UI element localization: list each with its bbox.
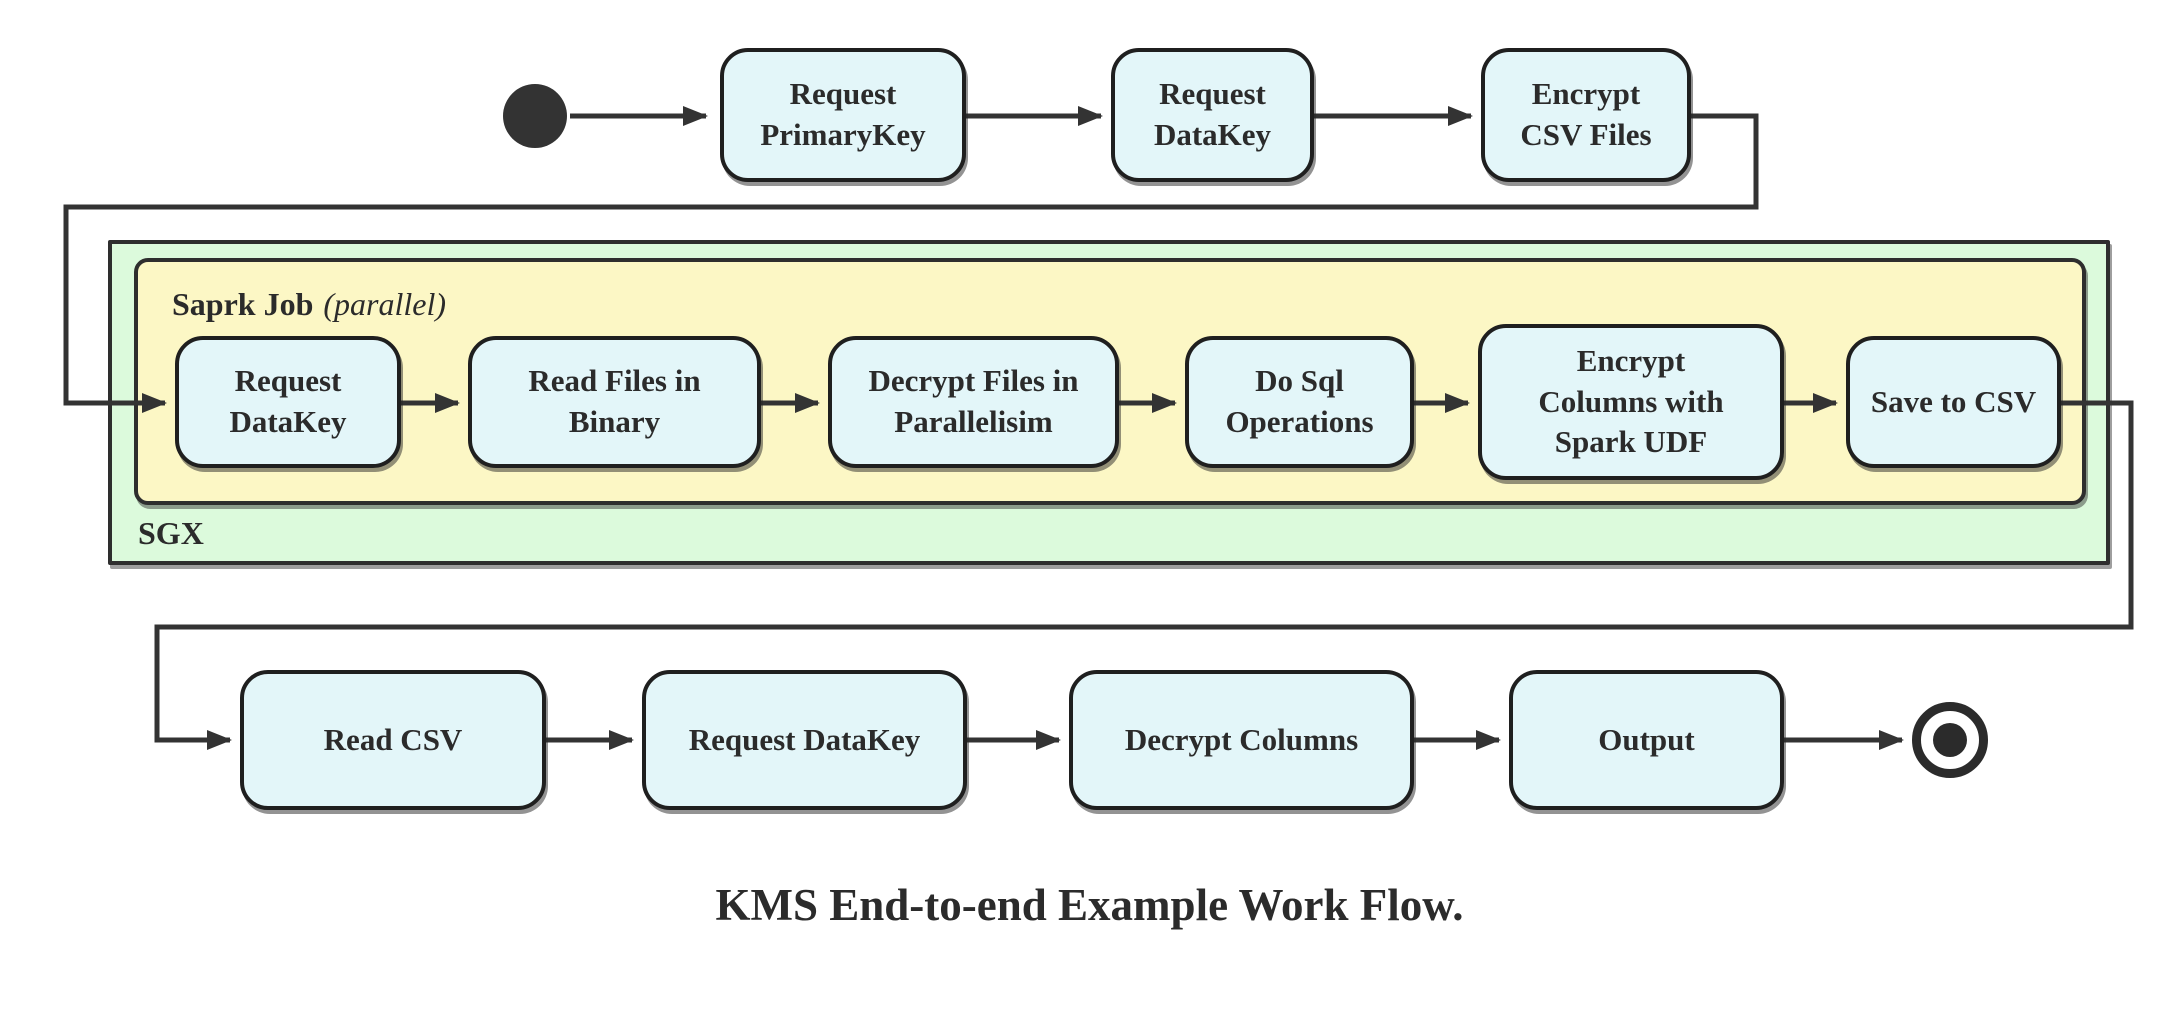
node-do-sql-operations: Do Sql Operations [1185, 336, 1414, 468]
spark-job-label-text: Saprk Job [172, 286, 314, 322]
end-state-circle [1912, 702, 1988, 778]
node-request-datakey-bottom: Request DataKey [642, 670, 967, 810]
node-save-to-csv: Save to CSV [1846, 336, 2061, 468]
node-read-csv: Read CSV [240, 670, 546, 810]
node-output: Output [1509, 670, 1784, 810]
node-decrypt-columns: Decrypt Columns [1069, 670, 1414, 810]
spark-job-parallel-annotation: (parallel) [323, 286, 447, 322]
node-encrypt-columns-with-spark-udf: Encrypt Columns with Spark UDF [1478, 324, 1784, 480]
end-state-inner-dot [1933, 723, 1967, 757]
node-request-datakey-sgx: Request DataKey [175, 336, 401, 468]
spark-job-label: Saprk Job(parallel) [172, 288, 446, 320]
node-decrypt-files-in-parallelism: Decrypt Files in Parallelisim [828, 336, 1119, 468]
start-state-circle [503, 84, 567, 148]
diagram-caption: KMS End-to-end Example Work Flow. [715, 880, 1464, 930]
node-encrypt-csv-files: Encrypt CSV Files [1481, 48, 1691, 182]
node-request-datakey-top: Request DataKey [1111, 48, 1314, 182]
node-read-files-in-binary: Read Files in Binary [468, 336, 761, 468]
sgx-label: SGX [138, 515, 204, 551]
node-request-primarykey: Request PrimaryKey [720, 48, 966, 182]
